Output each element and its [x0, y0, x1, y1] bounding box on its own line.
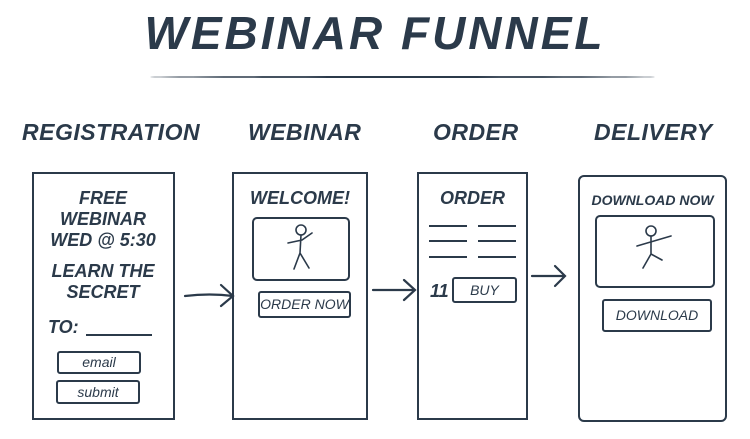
order-now-button[interactable]: ORDER NOW — [258, 291, 351, 318]
to-input-line[interactable] — [86, 334, 152, 336]
text-line — [429, 256, 467, 258]
stage-label-order: ORDER — [433, 119, 519, 145]
headline-line: FREE — [78, 188, 127, 208]
email-button[interactable]: email — [57, 351, 141, 374]
text-line — [429, 240, 467, 242]
text-line — [429, 225, 467, 227]
webinar-page: WELCOME! ORDER NOW — [232, 172, 368, 420]
title-underline — [150, 76, 655, 78]
video-player[interactable] — [252, 217, 350, 281]
price: 11 — [430, 281, 449, 301]
arrow-icon — [183, 283, 235, 308]
webinar-heading: WELCOME! — [250, 188, 350, 208]
arrow-icon — [530, 264, 567, 288]
stick-figure-icon — [287, 224, 313, 270]
pitch-line: SECRET — [66, 282, 140, 302]
diagram-title: WEBINAR FUNNEL — [144, 7, 606, 59]
text-line — [478, 240, 516, 242]
order-page: ORDER 11 BUY — [417, 172, 528, 420]
stage-label-delivery: DELIVERY — [594, 119, 713, 145]
delivery-page: DOWNLOAD NOW DOWNLOAD — [578, 175, 727, 422]
submit-button[interactable]: submit — [56, 380, 140, 404]
registration-pitch: LEARN THE SECRET — [34, 261, 172, 303]
stage-label-webinar: WEBINAR — [248, 119, 362, 145]
download-button[interactable]: DOWNLOAD — [602, 299, 712, 332]
order-heading: ORDER — [439, 188, 505, 208]
video-player[interactable] — [595, 215, 715, 288]
delivery-heading: DOWNLOAD NOW — [591, 192, 714, 208]
stage-label-registration: REGISTRATION — [22, 119, 201, 145]
arrow-icon — [371, 278, 417, 302]
to-label: TO: — [48, 317, 79, 337]
headline-line: WED @ 5:30 — [50, 230, 156, 250]
stick-figure-icon — [636, 225, 672, 269]
registration-headline: FREE WEBINAR WED @ 5:30 — [34, 188, 172, 251]
text-line — [478, 225, 516, 227]
text-line — [478, 256, 516, 258]
buy-button[interactable]: BUY — [452, 277, 517, 303]
registration-page: FREE WEBINAR WED @ 5:30 LEARN THE SECRET… — [32, 172, 175, 420]
headline-line: WEBINAR — [60, 209, 146, 229]
pitch-line: LEARN THE — [51, 261, 155, 281]
